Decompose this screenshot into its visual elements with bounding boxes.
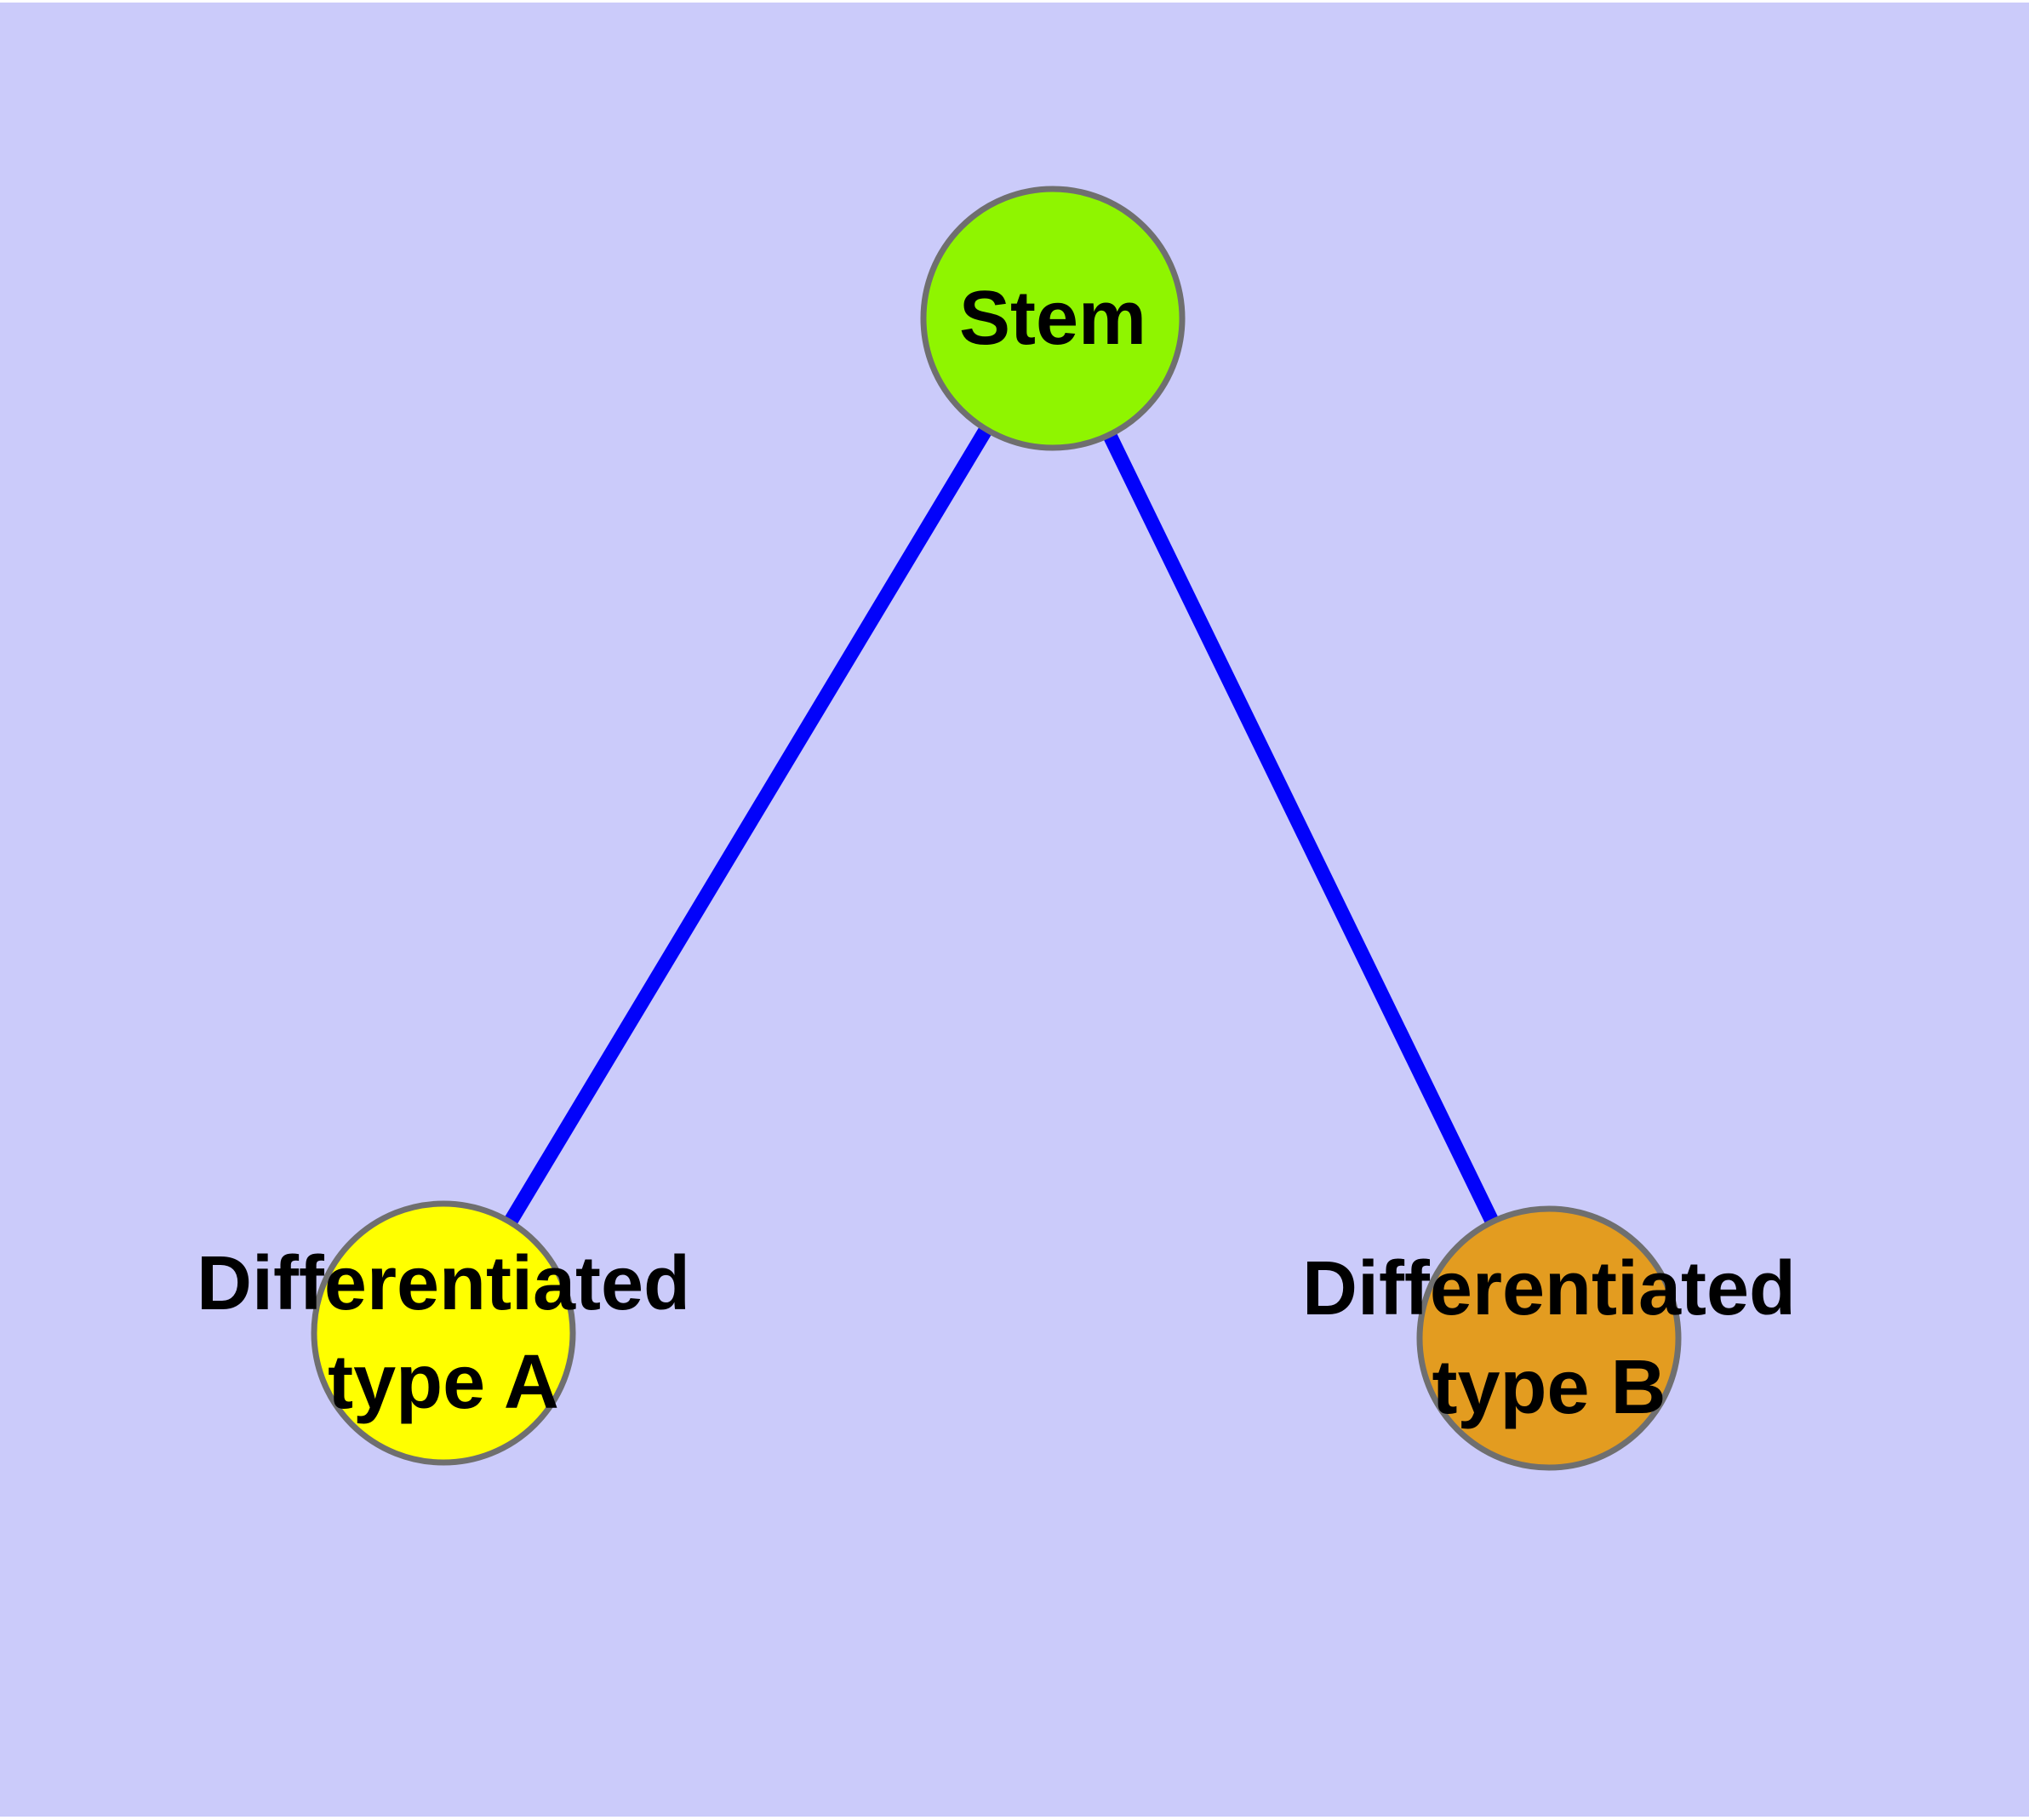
node-circle-type-a [311,1200,576,1466]
edge-stem-to-type-b [1046,315,1556,1342]
edge-stem-to-type-a [437,314,1060,1337]
node-circle-stem [920,186,1186,451]
node-circle-type-b [1416,1205,1682,1471]
